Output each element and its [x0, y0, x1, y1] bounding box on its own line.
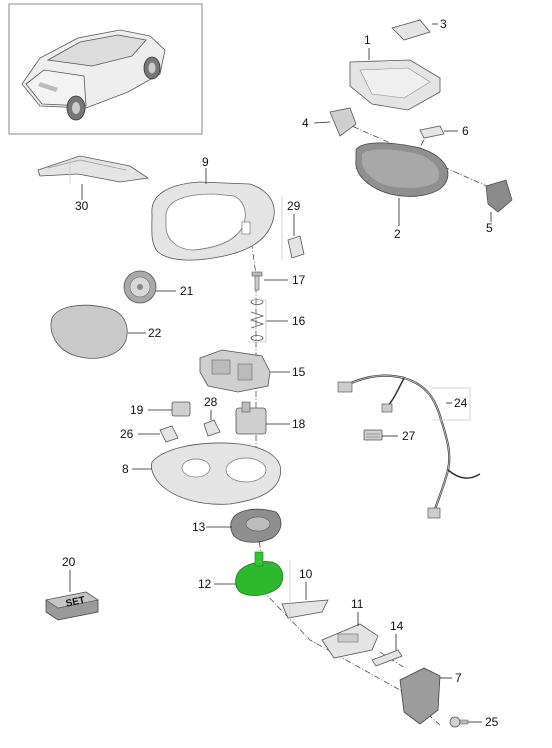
- callout-leaders: [69, 23, 492, 723]
- part-19-connector[interactable]: [171, 401, 191, 417]
- part-17-screw[interactable]: [251, 271, 263, 291]
- callout-26[interactable]: 26: [120, 427, 134, 441]
- callout-2[interactable]: 2: [394, 227, 401, 241]
- callout-15[interactable]: 15: [292, 365, 306, 379]
- part-18-bracket[interactable]: [235, 401, 267, 435]
- callout-13[interactable]: 13: [192, 520, 206, 534]
- part-30-trim-strip[interactable]: [37, 155, 150, 183]
- part-26-clip[interactable]: [159, 425, 179, 443]
- part-12-highlighted[interactable]: [235, 551, 284, 596]
- callout-21[interactable]: 21: [180, 284, 194, 298]
- callout-labels: 1 3 4 6 2 5 9 30 29 21 22 17 16 15 19 26…: [62, 17, 499, 729]
- part-20-set-box[interactable]: SET: [45, 591, 99, 621]
- callout-10[interactable]: 10: [299, 567, 313, 581]
- part-7-lower-bracket[interactable]: [399, 667, 441, 725]
- part-27-connector[interactable]: [363, 429, 383, 441]
- callout-14[interactable]: 14: [390, 619, 404, 633]
- callout-19[interactable]: 19: [130, 403, 144, 417]
- part-2-interior-mirror[interactable]: [355, 142, 449, 197]
- part-9-mirror-housing[interactable]: [151, 181, 275, 261]
- callout-27[interactable]: 27: [402, 429, 416, 443]
- callout-22[interactable]: 22: [148, 326, 162, 340]
- callout-11[interactable]: 11: [351, 597, 364, 611]
- part-16-spring-set[interactable]: [249, 299, 265, 341]
- callout-18[interactable]: 18: [292, 417, 306, 431]
- part-8-mirror-base[interactable]: [151, 442, 282, 505]
- part-6-cap[interactable]: [419, 125, 445, 139]
- part-1-interior-mirror-cover[interactable]: [349, 59, 441, 111]
- part-25-screw[interactable]: [449, 716, 469, 728]
- part-5-sensor[interactable]: [485, 179, 513, 213]
- part-10-plate[interactable]: [281, 599, 329, 619]
- callout-30[interactable]: 30: [75, 199, 89, 213]
- callout-5[interactable]: 5: [486, 221, 493, 235]
- callout-17[interactable]: 17: [292, 273, 306, 287]
- part-13-cover[interactable]: [230, 508, 282, 543]
- callout-6[interactable]: 6: [462, 124, 469, 138]
- callout-28[interactable]: 28: [204, 395, 218, 409]
- part-15-adjustment-unit[interactable]: [199, 349, 271, 393]
- callout-12[interactable]: 12: [198, 577, 212, 591]
- callout-29[interactable]: 29: [287, 199, 301, 213]
- part-3-clip[interactable]: [391, 19, 431, 41]
- callout-25[interactable]: 25: [485, 715, 499, 729]
- callout-3[interactable]: 3: [440, 17, 447, 31]
- callout-1[interactable]: 1: [364, 33, 371, 47]
- callout-8[interactable]: 8: [122, 462, 129, 476]
- vehicle-thumbnail: [8, 3, 203, 135]
- part-24-wiring-harness[interactable]: [337, 374, 481, 519]
- part-29-clip[interactable]: [287, 235, 305, 259]
- part-21-motor[interactable]: [123, 270, 157, 304]
- callout-4[interactable]: 4: [302, 116, 309, 130]
- callout-20[interactable]: 20: [62, 555, 76, 569]
- part-28-light[interactable]: [203, 419, 221, 437]
- callout-9[interactable]: 9: [202, 155, 209, 169]
- part-22-mirror-glass[interactable]: [50, 304, 128, 359]
- callout-7[interactable]: 7: [455, 671, 462, 685]
- part-4-mount[interactable]: [329, 107, 357, 137]
- part-14-strip[interactable]: [371, 649, 403, 667]
- callout-24[interactable]: 24: [454, 396, 468, 410]
- callout-16[interactable]: 16: [292, 314, 306, 328]
- part-11-lamp-housing[interactable]: [321, 623, 379, 659]
- set-box-label: SET: [65, 595, 86, 610]
